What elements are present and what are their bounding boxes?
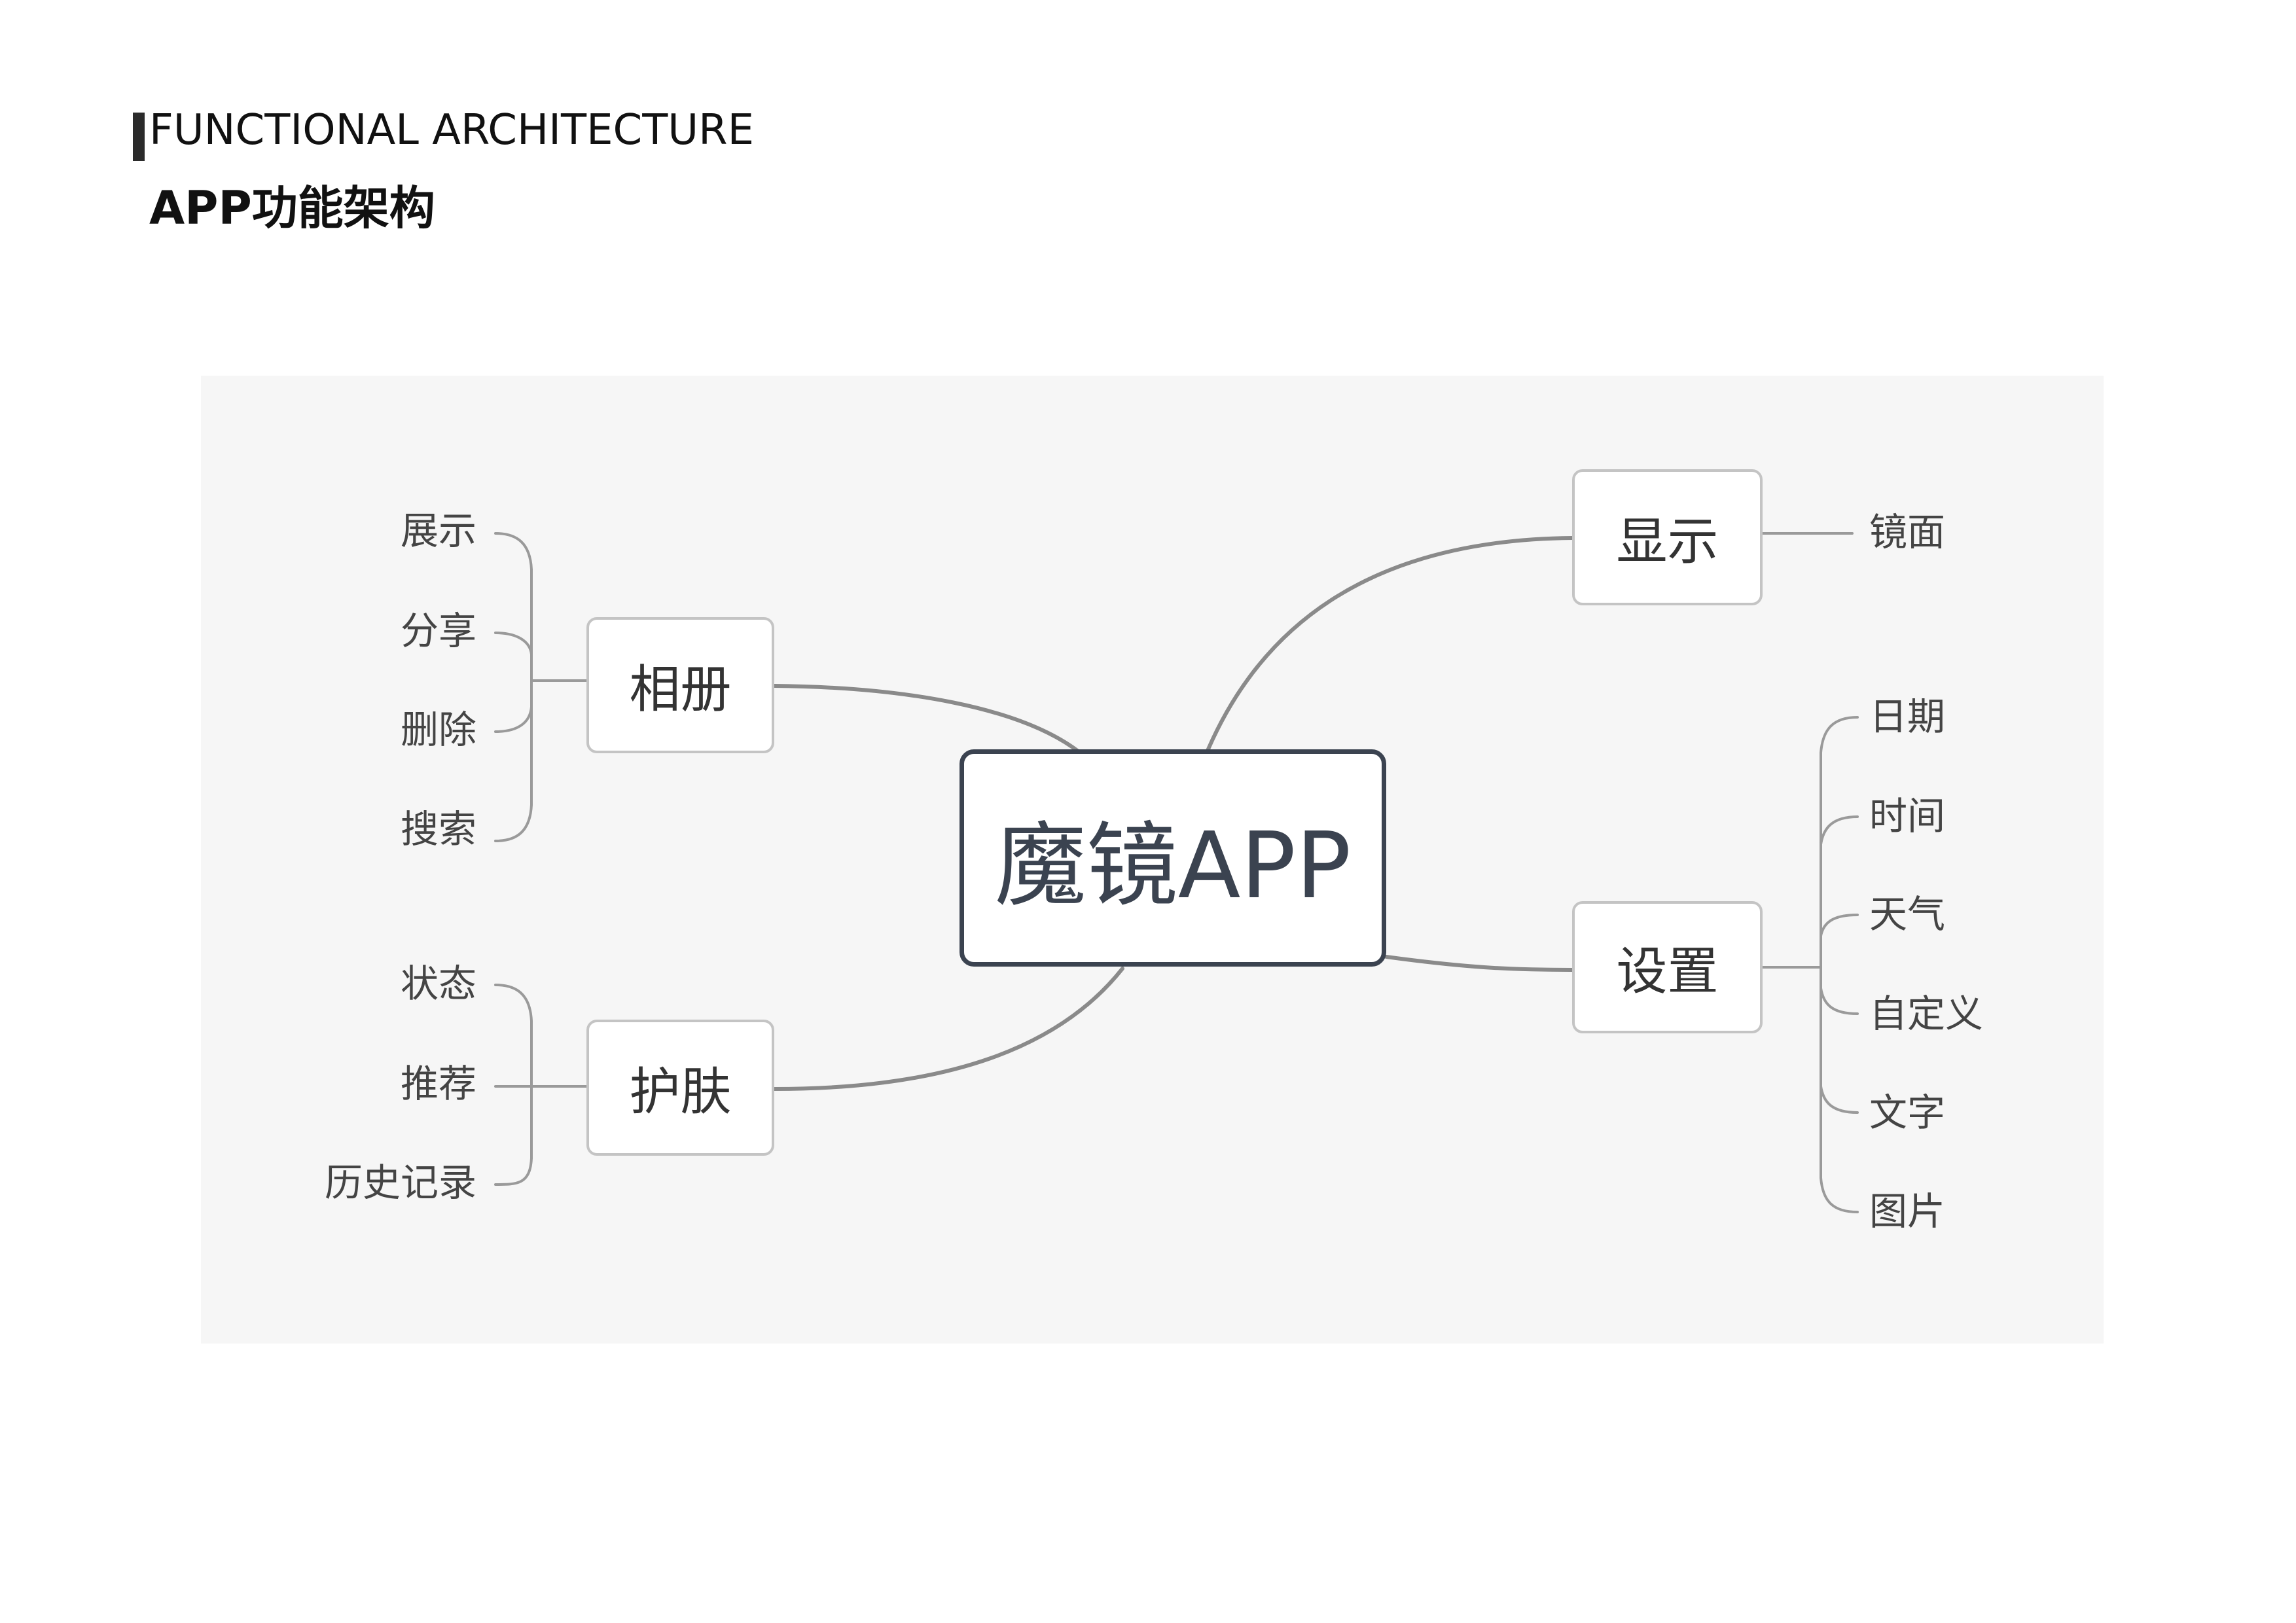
bracket-skincare — [494, 984, 533, 1186]
center-node[interactable]: 魔镜APP — [960, 749, 1386, 967]
leaf-album-share[interactable]: 分享 — [400, 609, 476, 653]
bracket-settings-tick-3 — [1820, 987, 1859, 1015]
leaf-album-search[interactable]: 搜索 — [400, 807, 476, 851]
leaf-settings-weather[interactable]: 天气 — [1869, 892, 1946, 936]
leaf-album-show[interactable]: 展示 — [400, 508, 476, 553]
branch-node-display[interactable]: 显示 — [1572, 469, 1763, 605]
connector-center-settings — [1384, 955, 1574, 972]
leaf-settings-text[interactable]: 文字 — [1869, 1090, 1946, 1135]
leaf-settings-time[interactable]: 时间 — [1869, 794, 1946, 838]
connector-center-album — [772, 684, 1082, 755]
leaf-settings-date[interactable]: 日期 — [1869, 694, 1946, 739]
bracket-album-tick-2 — [494, 705, 533, 733]
leaf-skincare-recommend[interactable]: 推荐 — [400, 1061, 476, 1106]
branch-node-skincare[interactable]: 护肤 — [586, 1020, 774, 1156]
leaf-album-delete[interactable]: 删除 — [400, 707, 476, 752]
branch-node-album[interactable]: 相册 — [586, 617, 774, 753]
bracket-settings-tick-2 — [1820, 914, 1859, 937]
leaf-display-mirror[interactable]: 镜面 — [1869, 510, 1946, 554]
bracket-album — [494, 532, 533, 842]
bracket-settings-tick-1 — [1820, 815, 1859, 846]
bracket-album-tick-1 — [494, 632, 533, 656]
leaf-settings-custom[interactable]: 自定义 — [1869, 991, 1984, 1036]
header-title-en: FUNCTIONAL ARCHITECTURE — [149, 106, 755, 154]
connector-center-display — [1206, 536, 1574, 753]
connector-center-skincare — [772, 967, 1124, 1091]
leaf-skincare-status[interactable]: 状态 — [400, 961, 476, 1006]
header-title-cn: APP功能架构 — [149, 181, 435, 235]
bracket-settings-tick-4 — [1820, 1085, 1859, 1114]
leaf-settings-image[interactable]: 图片 — [1869, 1189, 1946, 1234]
leaf-skincare-history[interactable]: 历史记录 — [324, 1160, 476, 1205]
bracket-settings — [1820, 716, 1859, 1213]
branch-node-settings[interactable]: 设置 — [1572, 901, 1763, 1033]
header-accent-bar — [133, 113, 145, 161]
